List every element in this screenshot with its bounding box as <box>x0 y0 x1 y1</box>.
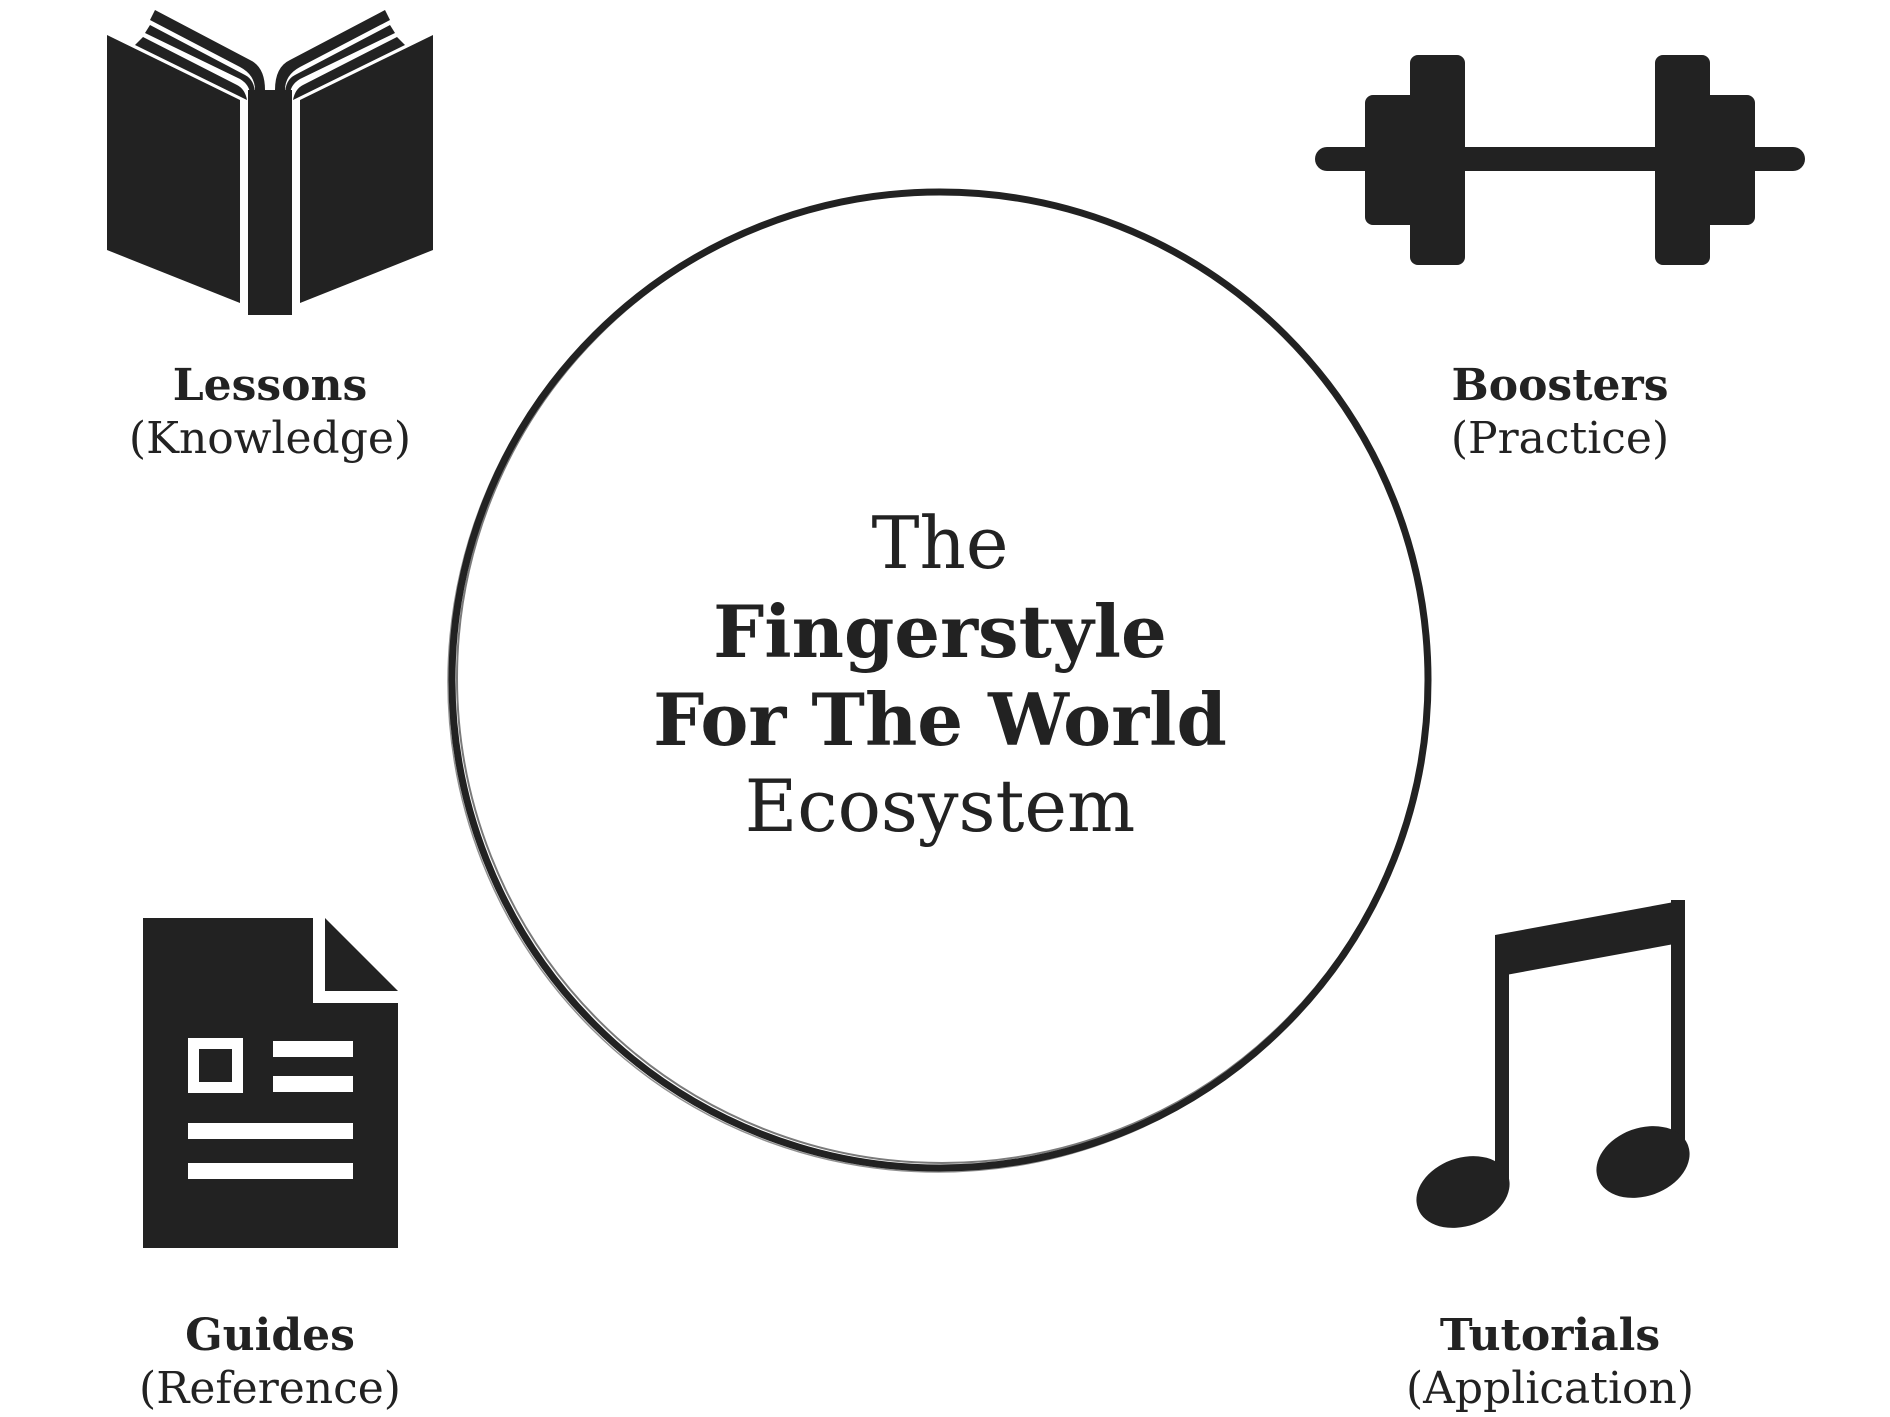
title-line-fingerstyle: Fingerstyle <box>713 588 1167 674</box>
lessons-title: Lessons <box>172 360 368 411</box>
ecosystem-circle <box>447 188 1432 1173</box>
boosters-title: Boosters <box>1451 360 1669 411</box>
dumbbell-icon <box>1315 55 1805 265</box>
document-icon <box>143 918 398 1248</box>
title-line-ecosystem: Ecosystem <box>744 764 1136 849</box>
lessons-subtitle: (Knowledge) <box>128 412 412 464</box>
music-note-icon <box>1416 900 1690 1228</box>
guides-subtitle: (Reference) <box>139 1362 401 1414</box>
title-line-for-the-world: For The World <box>653 676 1227 762</box>
node-lessons: Lessons (Knowledge) <box>60 360 480 466</box>
ecosystem-title: The Fingerstyle For The World Ecosystem <box>540 500 1340 851</box>
guides-title: Guides <box>185 1310 355 1361</box>
node-guides: Guides (Reference) <box>60 1310 480 1416</box>
node-boosters: Boosters (Practice) <box>1350 360 1770 466</box>
boosters-subtitle: (Practice) <box>1450 412 1670 464</box>
title-line-the: The <box>871 501 1009 585</box>
book-icon <box>107 10 433 315</box>
tutorials-title: Tutorials <box>1439 1310 1661 1361</box>
node-tutorials: Tutorials (Application) <box>1340 1310 1760 1416</box>
tutorials-subtitle: (Application) <box>1405 1362 1695 1414</box>
